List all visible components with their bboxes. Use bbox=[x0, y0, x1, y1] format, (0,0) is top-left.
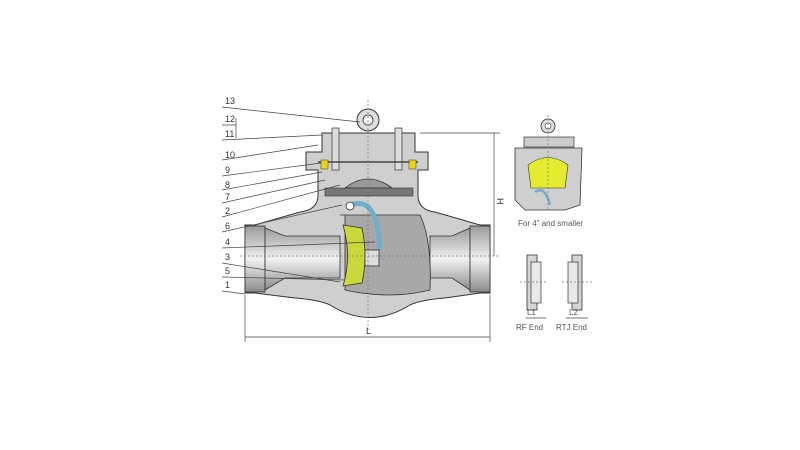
caption-small-size: For 4" and smaller bbox=[518, 219, 583, 228]
part-label: 2 bbox=[225, 206, 230, 216]
part-label: 10 bbox=[225, 150, 235, 160]
part-label: 7 bbox=[225, 192, 230, 202]
part-labels: 13 12 11 10 9 8 7 2 6 4 3 5 1 bbox=[221, 96, 376, 295]
part-label: 9 bbox=[225, 165, 230, 175]
part-label: 1 bbox=[225, 280, 230, 290]
caption-rtj-end: RTJ End bbox=[556, 323, 587, 332]
part-label: 5 bbox=[225, 266, 230, 276]
rtj-end-flange bbox=[562, 254, 592, 319]
part-label: 6 bbox=[225, 221, 230, 231]
dimension-lines bbox=[244, 132, 500, 342]
caption-rf-end: RF End bbox=[516, 323, 543, 332]
rf-end-flange bbox=[520, 254, 548, 319]
small-valve-inset bbox=[514, 115, 583, 211]
dim-l1: L1 bbox=[527, 308, 536, 317]
part-label: 13 bbox=[225, 96, 235, 106]
gasket bbox=[320, 159, 329, 170]
dim-l2: L2 bbox=[569, 308, 578, 317]
part-label: 3 bbox=[225, 252, 230, 262]
part-label: 11 bbox=[225, 129, 234, 139]
part-label: 12 bbox=[225, 114, 235, 124]
dim-length: L bbox=[366, 326, 371, 336]
disc bbox=[342, 224, 366, 287]
dim-height: H bbox=[495, 198, 505, 205]
part-label: 8 bbox=[225, 180, 230, 190]
part-label: 4 bbox=[225, 237, 230, 247]
hinge-arm bbox=[349, 201, 383, 251]
valve-body bbox=[244, 132, 491, 318]
